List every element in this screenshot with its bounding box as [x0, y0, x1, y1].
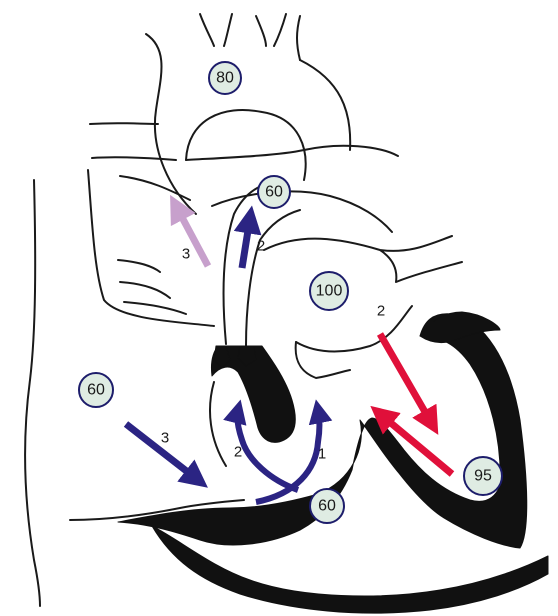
heart-outline	[24, 13, 463, 607]
pulmonary-trunk-outline	[222, 179, 301, 347]
ivc-outline	[69, 499, 245, 521]
arrow-label-ductus-arteriosus: 3	[182, 246, 190, 263]
badge-right-ventricle: 60	[309, 488, 345, 524]
arrow-label-ra-inflow: 3	[161, 430, 169, 447]
badge-value-left-ventricle: 95	[474, 468, 492, 485]
badge-value-right-ventricle: 60	[318, 498, 336, 515]
arrow-mitral-inflow	[376, 332, 439, 435]
arch-branch-vessels	[199, 13, 301, 61]
descending-aorta-outline	[89, 109, 307, 181]
arrow-rv-to-pulmonary	[223, 399, 300, 493]
myocardium	[117, 311, 549, 614]
badge-aortic-arch: 80	[208, 61, 242, 95]
arrow-ra-inflow	[123, 421, 208, 488]
aortic-arch-outline	[145, 33, 352, 215]
badge-left-atrium: 100	[309, 271, 349, 311]
arrow-label-pulmonary-trunk: 2	[257, 238, 265, 255]
arrow-label-rv-to-pulmonary: 2	[234, 444, 242, 461]
arrow-lv-outflow	[370, 405, 455, 477]
semilunar-valve	[213, 345, 257, 369]
badge-value-aortic-arch: 80	[216, 70, 234, 87]
arrow-label-mitral-inflow: 2	[377, 303, 385, 320]
arrow-pulmonary-trunk	[233, 205, 262, 269]
badge-left-ventricle: 95	[463, 456, 503, 496]
flow-arrows: 3 2 2 3 2 1	[123, 194, 455, 505]
lv-free-wall-tip	[419, 311, 501, 344]
saturation-badges: 80 60 100 60 60 95	[78, 61, 503, 524]
badge-value-right-atrium: 60	[87, 382, 105, 399]
arrow-label-rv-to-aorta: 1	[318, 446, 326, 463]
badge-pulmonary-artery: 60	[257, 175, 291, 209]
badge-value-pulmonary-artery: 60	[265, 184, 283, 201]
right-heart-border	[24, 169, 215, 607]
badge-right-atrium: 60	[78, 372, 114, 408]
interventricular-septum	[211, 345, 296, 443]
left-atrium-outline	[295, 305, 413, 353]
arrow-rv-to-aorta	[255, 399, 333, 505]
ventricular-wall	[117, 313, 549, 614]
arrow-ductus-arteriosus	[170, 194, 212, 268]
badge-value-left-atrium: 100	[316, 283, 343, 300]
pulmonary-veins-outline	[263, 235, 463, 283]
septum-outline	[209, 341, 351, 467]
